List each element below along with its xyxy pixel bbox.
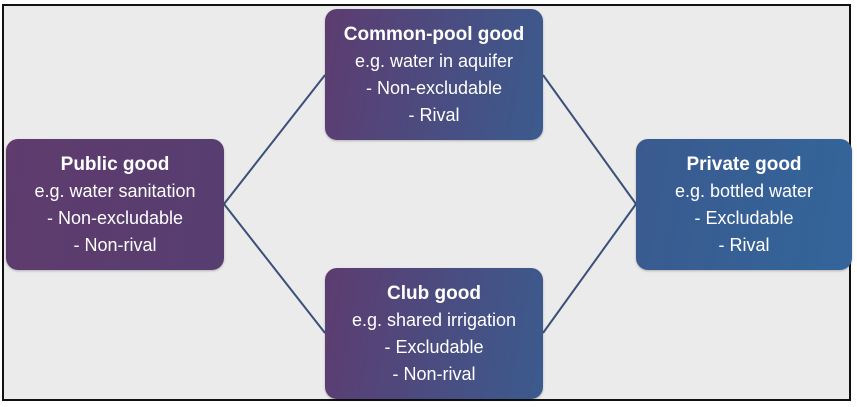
club-good-excludability: - Excludable xyxy=(384,336,484,357)
public-good-title: Public good xyxy=(60,153,170,175)
club-good-title: Club good xyxy=(387,282,481,304)
common-pool-good-example: e.g. water in aquifer xyxy=(354,50,514,71)
private-good-box: Private good e.g. bottled water - Exclud… xyxy=(636,139,852,270)
common-pool-good-box: Common-pool good e.g. water in aquifer -… xyxy=(325,9,543,140)
private-good-example: e.g. bottled water xyxy=(674,180,814,201)
common-pool-good-title: Common-pool good xyxy=(343,23,525,45)
common-pool-good-rivalry: - Rival xyxy=(408,104,460,125)
private-good-title: Private good xyxy=(686,153,802,175)
common-pool-good-excludability: - Non-excludable xyxy=(365,77,503,98)
connector-common-private xyxy=(542,74,637,205)
club-good-example: e.g. shared irrigation xyxy=(351,309,517,330)
private-good-rivalry: - Rival xyxy=(718,234,770,255)
club-good-box: Club good e.g. shared irrigation - Exclu… xyxy=(325,268,543,399)
private-good-excludability: - Excludable xyxy=(694,207,794,228)
connector-club-private xyxy=(542,203,637,334)
public-good-rivalry: - Non-rival xyxy=(73,234,157,255)
connector-public-common xyxy=(223,74,326,205)
club-good-rivalry: - Non-rival xyxy=(392,363,476,384)
connector-public-club xyxy=(223,203,326,334)
public-good-box: Public good e.g. water sanitation - Non-… xyxy=(6,139,224,270)
public-good-excludability: - Non-excludable xyxy=(46,207,184,228)
public-good-example: e.g. water sanitation xyxy=(34,180,196,201)
